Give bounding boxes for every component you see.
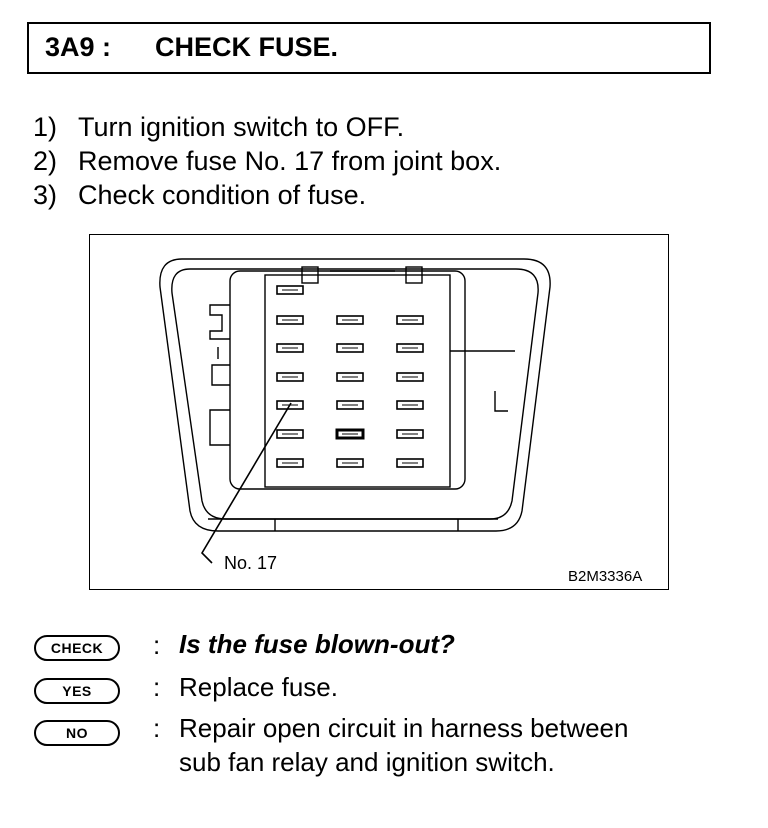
step-2: 2) Remove fuse No. 17 from joint box. [33, 146, 501, 177]
housing-inner [171, 268, 539, 520]
check-colon: : [153, 630, 161, 660]
step-3-number: 3) [33, 180, 58, 210]
figure-id: B2M3336A [568, 568, 643, 585]
step-3-text: Check condition of fuse. [78, 180, 367, 210]
no-response-line2: sub fan relay and ignition switch. [179, 747, 555, 777]
check-question: Is the fuse blown-out? [179, 629, 455, 659]
step-2-text: Remove fuse No. 17 from joint box. [78, 146, 502, 176]
step-1: 1) Turn ignition switch to OFF. [33, 112, 404, 143]
callout-leader [200, 402, 292, 564]
no-badge: NO [34, 720, 120, 746]
no-colon: : [153, 713, 161, 743]
title-box: 3A9 : CHECK FUSE. [27, 22, 711, 74]
yes-response: Replace fuse. [179, 672, 338, 702]
fuse-panel [264, 274, 451, 488]
housing-outer [159, 258, 551, 532]
no-response-line1: Repair open circuit in harness between [179, 713, 629, 743]
step-code: 3A9 : [45, 32, 112, 62]
joint-box-illustration [159, 258, 551, 564]
step-2-number: 2) [33, 146, 58, 176]
yes-colon: : [153, 672, 161, 702]
page-title: CHECK FUSE. [155, 32, 339, 62]
check-badge: CHECK [34, 635, 120, 661]
joint-box-figure [89, 234, 669, 590]
yes-badge: YES [34, 678, 120, 704]
step-3: 3) Check condition of fuse. [33, 180, 366, 211]
step-1-number: 1) [33, 112, 58, 142]
fuse-callout-label: No. 17 [224, 553, 278, 573]
step-1-text: Turn ignition switch to OFF. [78, 112, 405, 142]
